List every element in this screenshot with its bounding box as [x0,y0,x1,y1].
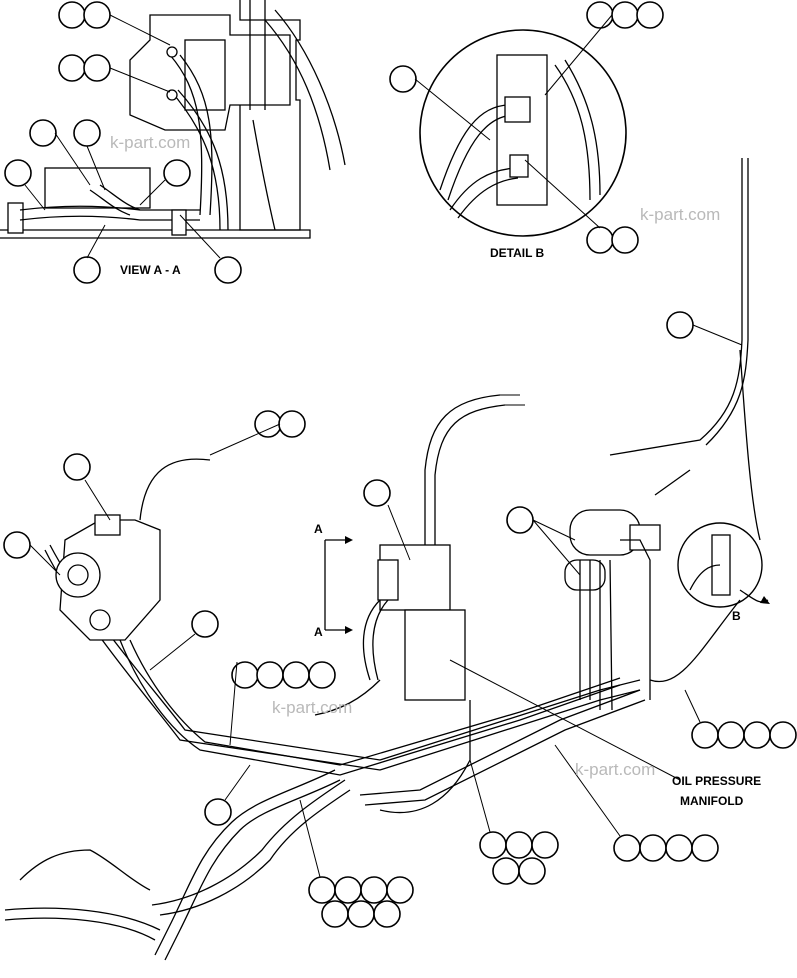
callout-bubble [83,54,111,82]
callout-bubble [769,721,797,749]
callout-bubble [308,876,336,904]
callout-bubble [505,831,533,859]
callout-bubble [506,506,534,534]
callout-bubble [278,410,306,438]
callout-bubble [308,661,336,689]
callout-bubble [163,159,191,187]
callout-bubble [256,661,284,689]
watermark: k-part.com [575,760,655,779]
callout-bubble [363,479,391,507]
section-a-top-label: A [314,522,323,536]
callout-bubble [531,831,559,859]
callout-bubble [691,721,719,749]
callout-bubble [479,831,507,859]
callout-bubble [282,661,310,689]
callout-bubble [717,721,745,749]
callout-bubble [386,876,414,904]
callout-bubble [665,834,693,862]
manifold-label-line1: OIL PRESSURE [672,774,761,788]
detail-b-label: DETAIL B [490,246,545,260]
callout-bubble [586,1,614,29]
watermark: k-part.com [110,133,190,152]
watermark: k-part.com [272,698,352,717]
callout-group [3,1,797,928]
callout-bubble [360,876,388,904]
callout-bubble [3,531,31,559]
callout-bubble [73,119,101,147]
callout-bubble [691,834,719,862]
callout-bubble [373,900,401,928]
callout-bubble [83,1,111,29]
callout-bubble [204,798,232,826]
callout-bubble [639,834,667,862]
view-aa-inset [0,0,346,239]
callout-bubble [58,1,86,29]
callout-bubble [321,900,349,928]
view-aa-label: VIEW A - A [120,263,181,277]
leader-lines [24,14,743,878]
callout-bubble [4,159,32,187]
callout-bubble [611,226,639,254]
callout-bubble [636,1,664,29]
manifold-label-line2: MANIFOLD [680,794,744,808]
watermark: k-part.com [640,205,720,224]
callout-bubble [63,453,91,481]
callout-bubble [492,857,520,885]
callout-bubble [347,900,375,928]
callout-bubble [58,54,86,82]
main-assembly [4,158,770,961]
callout-bubble [214,256,242,284]
section-a-bottom-label: A [314,625,323,639]
detail-b-inset [419,29,627,237]
callout-bubble [518,857,546,885]
callout-bubble [666,311,694,339]
callout-bubble [191,610,219,638]
callout-bubble [743,721,771,749]
callout-bubble [611,1,639,29]
callout-bubble [334,876,362,904]
callout-bubble [29,119,57,147]
callout-bubble [73,256,101,284]
detail-b-marker-label: B [732,609,741,623]
callout-bubble [586,226,614,254]
callout-bubble [389,65,417,93]
callout-bubble [613,834,641,862]
